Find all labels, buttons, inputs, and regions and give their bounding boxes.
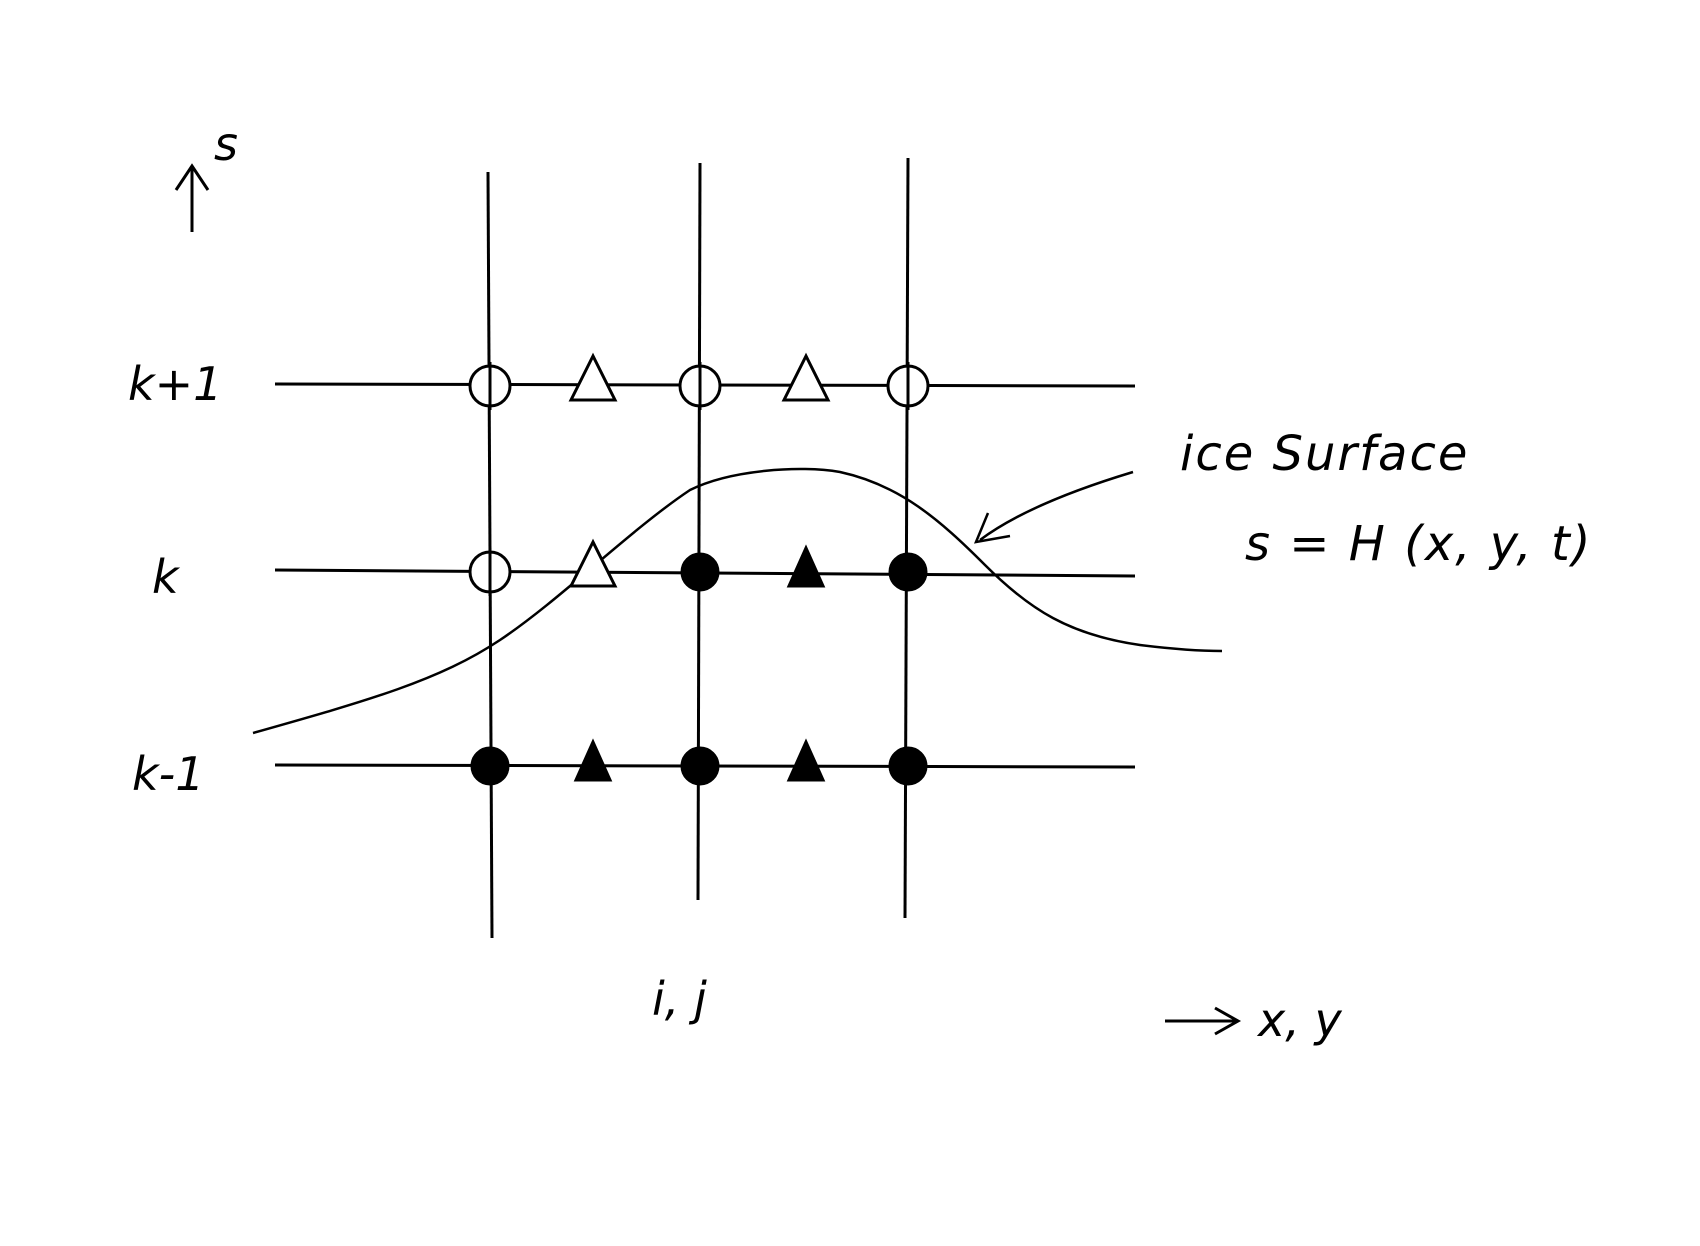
column-label-i-j: i, j — [652, 972, 707, 1026]
ice-surface-label: ice Surface — [1180, 426, 1469, 482]
x-y-axis-arrow — [1165, 1006, 1242, 1036]
marker-filled-circle-mid-3 — [680, 552, 720, 592]
s-axis-label: s — [214, 117, 238, 171]
ice-surface-curve — [252, 467, 1223, 735]
marker-open-triangle-top-2 — [568, 352, 618, 402]
level-label-k: k — [152, 550, 181, 604]
s-axis-arrow — [174, 163, 210, 232]
gridline-column-2 — [696, 162, 702, 901]
marker-filled-circle-mid-5 — [888, 552, 928, 592]
annotation-arrow — [973, 470, 1134, 544]
level-label-k-minus-1: k-1 — [132, 747, 205, 801]
grid-markers — [468, 352, 930, 786]
marker-filled-triangle-bottom-2 — [573, 738, 613, 782]
gridline-column-3 — [903, 157, 910, 919]
marker-filled-circle-bottom-3 — [680, 746, 720, 786]
marker-open-triangle-mid-2 — [568, 538, 618, 588]
marker-filled-triangle-mid-4 — [786, 544, 826, 588]
ice-surface-equation: s = H (x, y, t) — [1245, 516, 1592, 572]
marker-open-triangle-top-4 — [781, 352, 831, 402]
marker-filled-circle-bottom-1 — [470, 746, 510, 786]
x-y-axis-label: x, y — [1256, 993, 1342, 1047]
marker-filled-triangle-bottom-4 — [786, 738, 826, 782]
marker-filled-circle-bottom-5 — [888, 746, 928, 786]
level-label-k-plus-1: k+1 — [128, 357, 222, 411]
